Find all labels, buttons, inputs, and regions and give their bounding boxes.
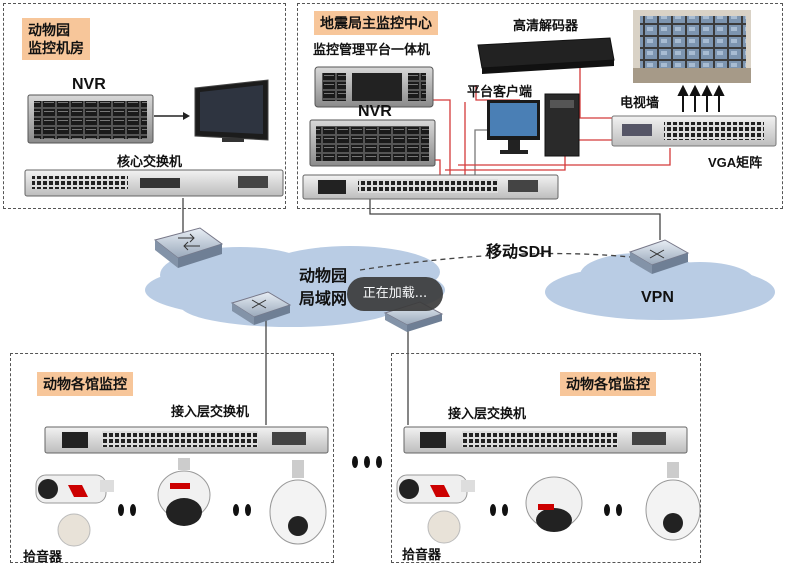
hall-right-bullet-camera [396, 474, 475, 504]
hall-left-bullet-camera [35, 474, 114, 504]
vga-matrix-device [611, 115, 777, 147]
center-zone [297, 3, 783, 209]
hall-right-title: 动物各馆监控 [560, 372, 656, 396]
router-vpn [628, 239, 690, 274]
client-label: 平台客户端 [467, 84, 533, 99]
router-lan-bottom-left [230, 291, 292, 325]
loading-indicator: 正在加载... [347, 277, 443, 311]
tvwall-label: 电视墙 [620, 95, 660, 110]
hall-left-switch-label: 接入层交换机 [171, 404, 250, 419]
hall-right-pickup-device [427, 510, 461, 544]
zoo-room-zone [3, 3, 286, 209]
lan-label-line2: 局域网 [299, 291, 348, 308]
hall-left-pickup-device [57, 513, 91, 547]
zoo-nvr-label: NVR [72, 76, 106, 93]
center-title: 地震局主监控中心 [314, 11, 438, 35]
sdh-label: 移动SDH [486, 244, 552, 261]
core-switch-device [24, 169, 284, 197]
hall-right-pickup-label: 拾音器 [402, 547, 442, 562]
zoo-room-title: 动物园 监控机房 [22, 18, 90, 60]
hall-right-switch-label: 接入层交换机 [448, 406, 527, 421]
tvwall-device [633, 10, 751, 83]
hall-right-dome-camera [525, 476, 583, 532]
hall-right-zone [391, 353, 701, 563]
hall-left-ptz-camera [269, 460, 327, 545]
center-nvr-label: NVR [358, 103, 392, 120]
center-switch-device [302, 174, 559, 200]
router-lan-top [153, 227, 224, 268]
center-nvr-device [309, 119, 436, 167]
core-switch-label: 核心交换机 [117, 154, 183, 169]
hall-left-pickup-label: 拾音器 [23, 549, 63, 564]
hall-right-switch [403, 426, 688, 454]
hall-left-zone [10, 353, 334, 563]
ellipsis-dots [118, 456, 622, 516]
vpn-cloud [545, 253, 775, 320]
zoo-monitor-device [194, 79, 269, 142]
hall-left-switch [44, 426, 329, 454]
hall-left-dome-camera [157, 458, 211, 526]
hall-left-title: 动物各馆监控 [37, 372, 133, 396]
client-pc-device [487, 93, 580, 157]
platform-device [314, 66, 434, 108]
cables [154, 59, 671, 425]
vpn-label: VPN [641, 289, 674, 306]
upload-arrows [677, 84, 725, 112]
zoo-nvr-device [27, 94, 154, 144]
decoder-label: 高清解码器 [513, 18, 579, 33]
vga-matrix-label: VGA矩阵 [708, 155, 763, 170]
lan-label-line1: 动物园 [299, 268, 348, 285]
platform-label: 监控管理平台一体机 [313, 42, 431, 57]
decoder-device [477, 37, 615, 74]
